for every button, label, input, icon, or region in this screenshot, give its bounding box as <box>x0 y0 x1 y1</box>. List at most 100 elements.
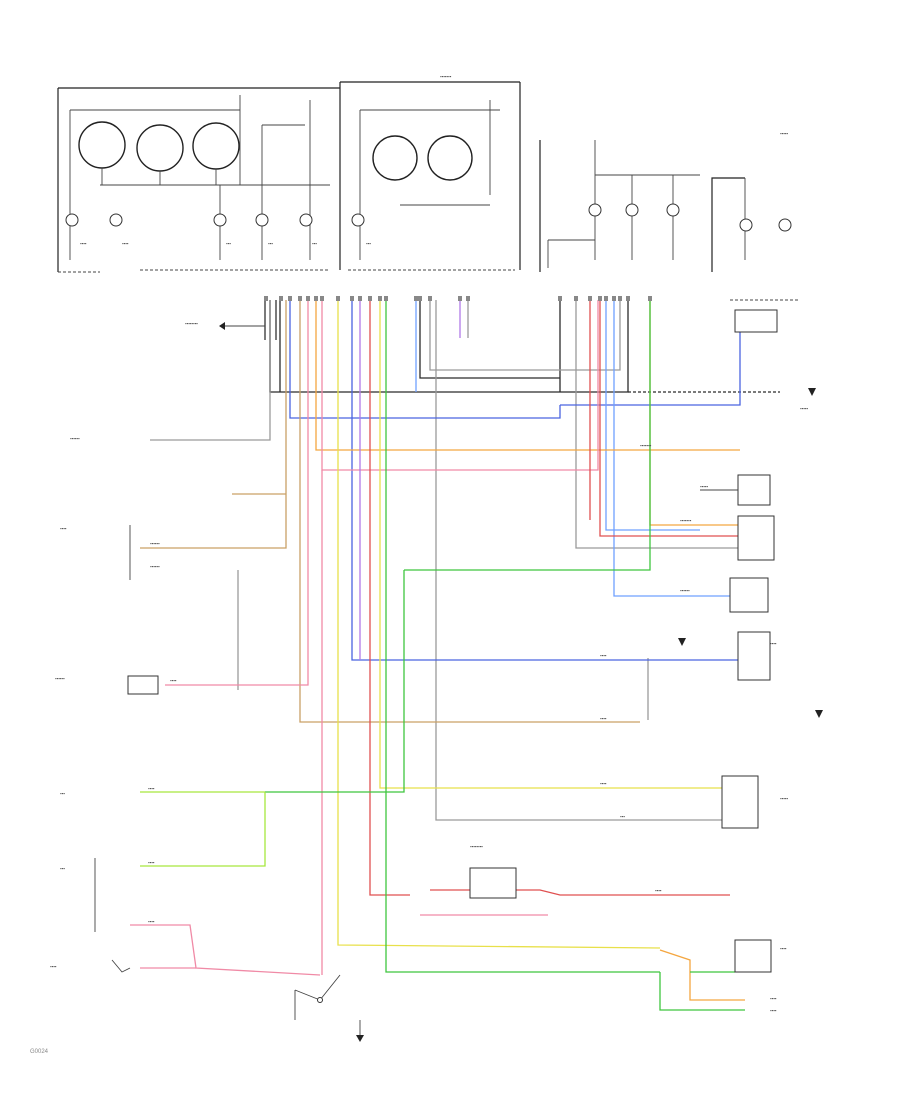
svg-text:▪▪▪▪▪: ▪▪▪▪▪ <box>780 796 788 801</box>
svg-text:▪▪▪▪: ▪▪▪▪ <box>50 964 57 969</box>
svg-text:▪▪▪▪: ▪▪▪▪ <box>770 641 777 646</box>
svg-text:▪▪▪▪▪▪: ▪▪▪▪▪▪ <box>150 564 160 569</box>
instrument-cluster: ▪▪▪▪ ▪▪▪▪ ▪▪▪ ▪▪▪ ▪▪▪ ▪▪▪ ▪▪▪▪▪▪▪ <box>57 74 521 273</box>
wire-tan <box>299 300 640 723</box>
wire-red <box>369 300 410 896</box>
speedometer-gauge <box>372 135 418 181</box>
wire-gray <box>575 300 738 549</box>
svg-text:▪▪▪▪▪▪: ▪▪▪▪▪▪ <box>150 541 160 546</box>
svg-text:▪▪▪▪: ▪▪▪▪ <box>122 241 129 246</box>
indicator-bulb <box>588 203 602 217</box>
svg-text:▪▪▪▪: ▪▪▪▪ <box>148 919 155 924</box>
wire-blue <box>289 300 561 419</box>
svg-text:▪▪▪: ▪▪▪ <box>60 791 65 796</box>
svg-text:▪▪▪▪: ▪▪▪▪ <box>148 786 155 791</box>
svg-text:▪▪▪: ▪▪▪ <box>366 241 371 246</box>
svg-text:▪▪▪▪▪▪▪▪: ▪▪▪▪▪▪▪▪ <box>185 321 198 326</box>
svg-text:▪▪▪▪▪▪: ▪▪▪▪▪▪ <box>70 436 80 441</box>
svg-text:▪▪▪▪: ▪▪▪▪ <box>600 781 607 786</box>
wire-pink <box>130 924 321 976</box>
left-sensor-box <box>127 675 159 695</box>
svg-text:▪▪▪▪: ▪▪▪▪ <box>60 526 67 531</box>
ground-icon <box>678 638 686 646</box>
indicator-bulb <box>213 213 227 227</box>
indicator-bulb <box>299 213 313 227</box>
indicator-bulb <box>109 213 123 227</box>
relay-module <box>721 775 759 829</box>
vsb-module <box>469 867 517 899</box>
svg-text:▪▪▪▪: ▪▪▪▪ <box>170 678 177 683</box>
svg-text:▪▪▪▪: ▪▪▪▪ <box>148 860 155 865</box>
svg-text:▪▪▪▪▪▪▪: ▪▪▪▪▪▪▪ <box>440 74 452 79</box>
wire-pink <box>165 300 309 686</box>
engine-compartment-block: ▪▪▪▪▪ <box>539 131 792 272</box>
svg-text:▪▪▪▪: ▪▪▪▪ <box>770 1008 777 1013</box>
wire-red <box>599 300 738 537</box>
ecm-pins <box>264 296 652 301</box>
wire-blue <box>605 300 700 531</box>
wire-yellow <box>337 300 661 949</box>
indicator-bulb <box>255 213 269 227</box>
wire-green <box>385 300 660 973</box>
wire-red <box>430 889 640 896</box>
svg-text:▪▪▪: ▪▪▪ <box>312 241 317 246</box>
svg-text:▪▪▪▪: ▪▪▪▪ <box>80 241 87 246</box>
wire-orange <box>649 300 738 526</box>
ground-icon <box>815 710 823 718</box>
wire-orange <box>659 949 745 1001</box>
indicator-bulb <box>65 213 79 227</box>
indicator-bulb <box>666 203 680 217</box>
svg-text:▪▪▪▪: ▪▪▪▪ <box>600 716 607 721</box>
ground-icon <box>356 1035 364 1042</box>
wire-blue <box>560 330 741 406</box>
oil-pressure-gauge <box>427 135 473 181</box>
wire-tan <box>140 300 287 549</box>
svg-text:▪▪▪▪▪: ▪▪▪▪▪ <box>700 484 708 489</box>
svg-text:▪▪▪: ▪▪▪ <box>620 814 625 819</box>
wire-gray <box>435 300 730 821</box>
wire-blue <box>613 300 730 597</box>
brake-switch <box>111 959 131 973</box>
indicator-bulb <box>778 218 792 232</box>
svg-text:▪▪▪▪: ▪▪▪▪ <box>600 653 607 658</box>
svg-text:▪▪▪▪▪▪: ▪▪▪▪▪▪ <box>55 676 65 681</box>
wire-yellow <box>379 300 740 789</box>
sensor-module <box>729 577 769 613</box>
svg-text:▪▪▪▪: ▪▪▪▪ <box>655 888 662 893</box>
svg-text:▪▪▪: ▪▪▪ <box>268 241 273 246</box>
ignition-switch <box>294 974 341 1001</box>
tachometer-gauge <box>78 121 126 169</box>
svg-text:▪▪▪▪: ▪▪▪▪ <box>770 996 777 1001</box>
connector-arrow-icon <box>219 322 225 330</box>
right-components <box>94 299 823 1042</box>
wire-orange <box>315 300 740 451</box>
indicator-bulb <box>739 218 753 232</box>
indicator-bulb <box>625 203 639 217</box>
cruise-module <box>734 939 772 973</box>
wiring-harness <box>130 300 780 1011</box>
wire-gray <box>429 300 621 371</box>
indicator-bulb <box>351 213 365 227</box>
wire-blue <box>351 300 738 661</box>
svg-text:▪▪▪▪▪: ▪▪▪▪▪ <box>800 406 808 411</box>
svg-text:▪▪▪▪▪: ▪▪▪▪▪ <box>780 131 788 136</box>
wire-green <box>265 570 405 793</box>
fuel-sender-component <box>737 474 771 506</box>
wire-black <box>419 300 560 379</box>
svg-text:▪▪▪▪▪▪▪▪: ▪▪▪▪▪▪▪▪ <box>470 844 483 849</box>
fuel-pump-relay <box>737 631 771 681</box>
svg-text:▪▪▪: ▪▪▪ <box>60 866 65 871</box>
at-shift-switch <box>734 309 778 333</box>
temperature-gauge <box>192 122 240 170</box>
wire-labels: ▪▪▪▪▪▪▪ ▪▪▪▪▪ ▪▪▪▪▪▪▪ ▪▪▪▪▪▪ ▪▪▪▪ ▪▪▪▪ ▪… <box>50 406 808 1013</box>
figure-code: G0024 <box>30 1049 49 1055</box>
svg-text:▪▪▪▪: ▪▪▪▪ <box>780 946 787 951</box>
wire-green <box>659 972 745 1011</box>
svg-text:▪▪▪▪▪▪▪: ▪▪▪▪▪▪▪ <box>640 443 652 448</box>
wire-light-green <box>140 792 266 867</box>
wire-green <box>404 300 651 571</box>
fuel-gauge <box>136 124 184 172</box>
svg-text:▪▪▪: ▪▪▪ <box>226 241 231 246</box>
wire-pink <box>321 300 599 471</box>
